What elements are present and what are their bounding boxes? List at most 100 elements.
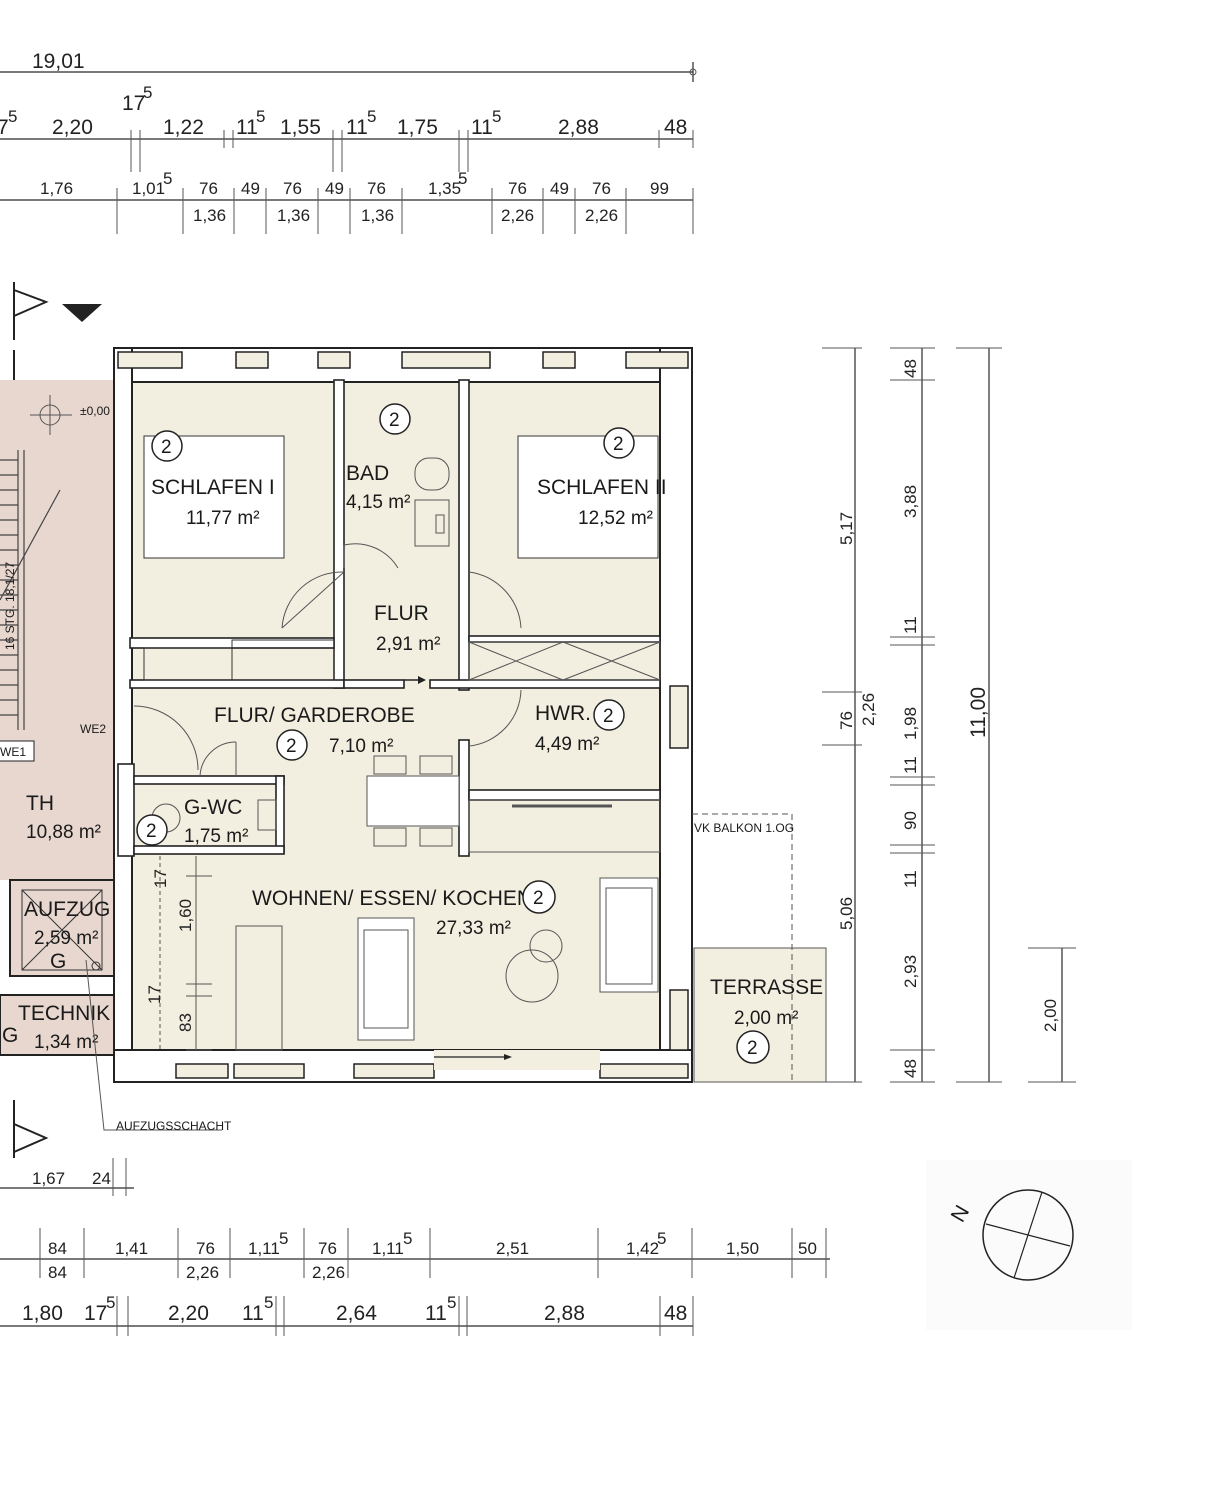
dim-right2-2: 11 <box>901 616 920 634</box>
dim-bottom-small-1: 24 <box>92 1169 111 1188</box>
dim-top-r2-2: 76 <box>199 179 218 198</box>
room-marker-icon <box>593 699 625 731</box>
dim-top-r1-5: 1,55 <box>280 116 321 139</box>
elevator: AUFZUG 2,59 m² G <box>9 879 115 977</box>
dim-bottom-r1-6: 2,51 <box>496 1239 529 1258</box>
dim-top-r1-7: 1,75 <box>397 116 438 139</box>
dim-right2-5: 90 <box>901 811 920 830</box>
room-garderobe-area: 7,10 m² <box>329 736 393 757</box>
dim-top-r2-1: 1,01 <box>132 179 165 198</box>
room-marker-number: 2 <box>286 736 297 757</box>
top-dimension-chains: 19,01 7 5 2,20 17 5 1,22 11 5 1,55 11 5 … <box>0 50 697 234</box>
sup: 5 <box>163 169 172 188</box>
room-marker-icon <box>379 403 411 435</box>
dim-bottom-r2-7: 48 <box>664 1302 687 1325</box>
dim-bottom-below-1: 2,26 <box>186 1263 219 1282</box>
dim-top-below-1: 1,36 <box>277 206 310 225</box>
room-flur-area: 2,91 m² <box>376 634 440 655</box>
shaft-label: AUFZUGSSCHACHT <box>116 1119 232 1133</box>
room-marker-number: 2 <box>603 706 614 727</box>
room-marker-number: 2 <box>747 1038 758 1059</box>
dim-top-r1-3: 1,22 <box>163 116 204 139</box>
dim-right-1: 76 <box>837 711 856 730</box>
dim-top-r1-10: 48 <box>664 116 687 139</box>
room-technik-g: G <box>2 1024 18 1047</box>
room-marker-number: 2 <box>389 410 400 431</box>
dim-right-total: 11,00 <box>967 687 990 738</box>
dim-top-below-2: 1,36 <box>361 206 394 225</box>
dim-right2-3: 1,98 <box>901 707 920 740</box>
room-terrasse-area: 2,00 m² <box>734 1008 798 1029</box>
sup: 5 <box>447 1293 456 1312</box>
room-schlafen1-name: SCHLAFEN I <box>151 476 275 499</box>
dim-top-r2-10: 76 <box>592 179 611 198</box>
balcony-label: VK BALKON 1.OG <box>694 821 794 835</box>
dim-right2-7: 2,93 <box>901 955 920 988</box>
wc-dim-2: 17 <box>145 985 164 1004</box>
bottom-dimension-chains: 1,67 24 84 1,41 76 1,11 5 76 1,11 5 2,51… <box>0 1158 830 1336</box>
sup: 5 <box>143 83 152 102</box>
dim-top-r2-11: 99 <box>650 179 669 198</box>
terrace: VK BALKON 1.OG TERRASSE 2,00 m² 2 <box>692 813 827 1083</box>
section-marker-top-icon <box>13 282 102 340</box>
dim-bottom-r2-3: 11 <box>242 1302 264 1325</box>
room-schlafen-1: 2 SCHLAFEN I 11,77 m² <box>151 430 275 529</box>
sup: 5 <box>8 107 17 126</box>
room-marker-number: 2 <box>613 434 624 455</box>
room-hwr-name: HWR. <box>535 702 591 725</box>
north-arrow-icon: N <box>926 1160 1132 1330</box>
sup: 5 <box>279 1229 288 1248</box>
room-th-area: 10,88 m² <box>26 822 101 843</box>
dim-top-r2-0: 1,76 <box>40 179 73 198</box>
we2-label: WE2 <box>80 722 106 736</box>
dim-top-r1-0: 7 <box>0 116 9 139</box>
room-schlafen2-name: SCHLAFEN II <box>537 476 667 499</box>
room-wohnen: WOHNEN/ ESSEN/ KOCHEN 2 27,33 m² <box>252 880 556 939</box>
sup: 5 <box>106 1293 115 1312</box>
dim-bottom-r2-1: 17 <box>84 1302 107 1325</box>
room-gwc: G-WC 2 1,75 m² <box>136 796 248 847</box>
dim-top-r2-9: 49 <box>550 179 569 198</box>
wc-dim-1: 1,60 <box>176 899 195 932</box>
technik-room: TECHNIK 1,34 m² G <box>0 994 115 1056</box>
room-wohnen-name: WOHNEN/ ESSEN/ KOCHEN <box>252 887 532 910</box>
room-marker-icon <box>736 1030 770 1064</box>
room-flur-garderobe: FLUR/ GARDEROBE 2 7,10 m² <box>214 704 415 761</box>
dim-bottom-r1-8: 1,50 <box>726 1239 759 1258</box>
dim-top-r1-4: 11 <box>236 116 258 139</box>
room-labels: 2 SCHLAFEN I 11,77 m² 2 BAD 4,15 m² 2 SC… <box>136 403 667 939</box>
room-bad: 2 BAD 4,15 m² <box>346 403 411 513</box>
room-schlafen2-area: 12,52 m² <box>578 508 653 529</box>
dim-top-below-0: 1,36 <box>193 206 226 225</box>
dim-bottom-small-0: 1,67 <box>32 1169 65 1188</box>
dim-top-total: 19,01 <box>32 50 85 73</box>
room-gwc-area: 1,75 m² <box>184 826 248 847</box>
dim-bottom-below-2: 2,26 <box>312 1263 345 1282</box>
sup: 5 <box>492 107 501 126</box>
dim-top-below-3: 2,26 <box>501 206 534 225</box>
dim-bottom-r2-5: 11 <box>425 1302 447 1325</box>
room-aufzug-area: 2,59 m² <box>34 928 98 949</box>
dim-terrace: 2,00 <box>1041 999 1060 1032</box>
wc-dim-0: 17 <box>151 869 170 888</box>
room-flur-name: FLUR <box>374 602 429 625</box>
sup: 5 <box>403 1229 412 1248</box>
dim-top-r1-9: 2,88 <box>558 116 599 139</box>
room-technik-name: TECHNIK <box>18 1002 110 1025</box>
dim-right2-1: 3,88 <box>901 485 920 518</box>
dim-right-inner: 2,26 <box>859 693 878 726</box>
shaft-callout: AUFZUGSSCHACHT <box>85 959 232 1133</box>
dim-bottom-r1-4: 76 <box>318 1239 337 1258</box>
dim-bottom-r2-4: 2,64 <box>336 1302 377 1325</box>
dim-top-r2-8: 76 <box>508 179 527 198</box>
sup: 5 <box>264 1293 273 1312</box>
room-gwc-name: G-WC <box>184 796 242 819</box>
dim-bottom-below-0: 84 <box>48 1263 67 1282</box>
right-dimension-chains: 5,17 76 2,26 5,06 48 3,88 11 1,98 11 90 … <box>822 347 1076 1083</box>
room-bad-name: BAD <box>346 462 389 485</box>
room-marker-icon <box>136 814 168 846</box>
sup: 5 <box>657 1229 666 1248</box>
dim-right2-6: 11 <box>901 870 920 888</box>
room-marker-icon <box>276 729 308 761</box>
